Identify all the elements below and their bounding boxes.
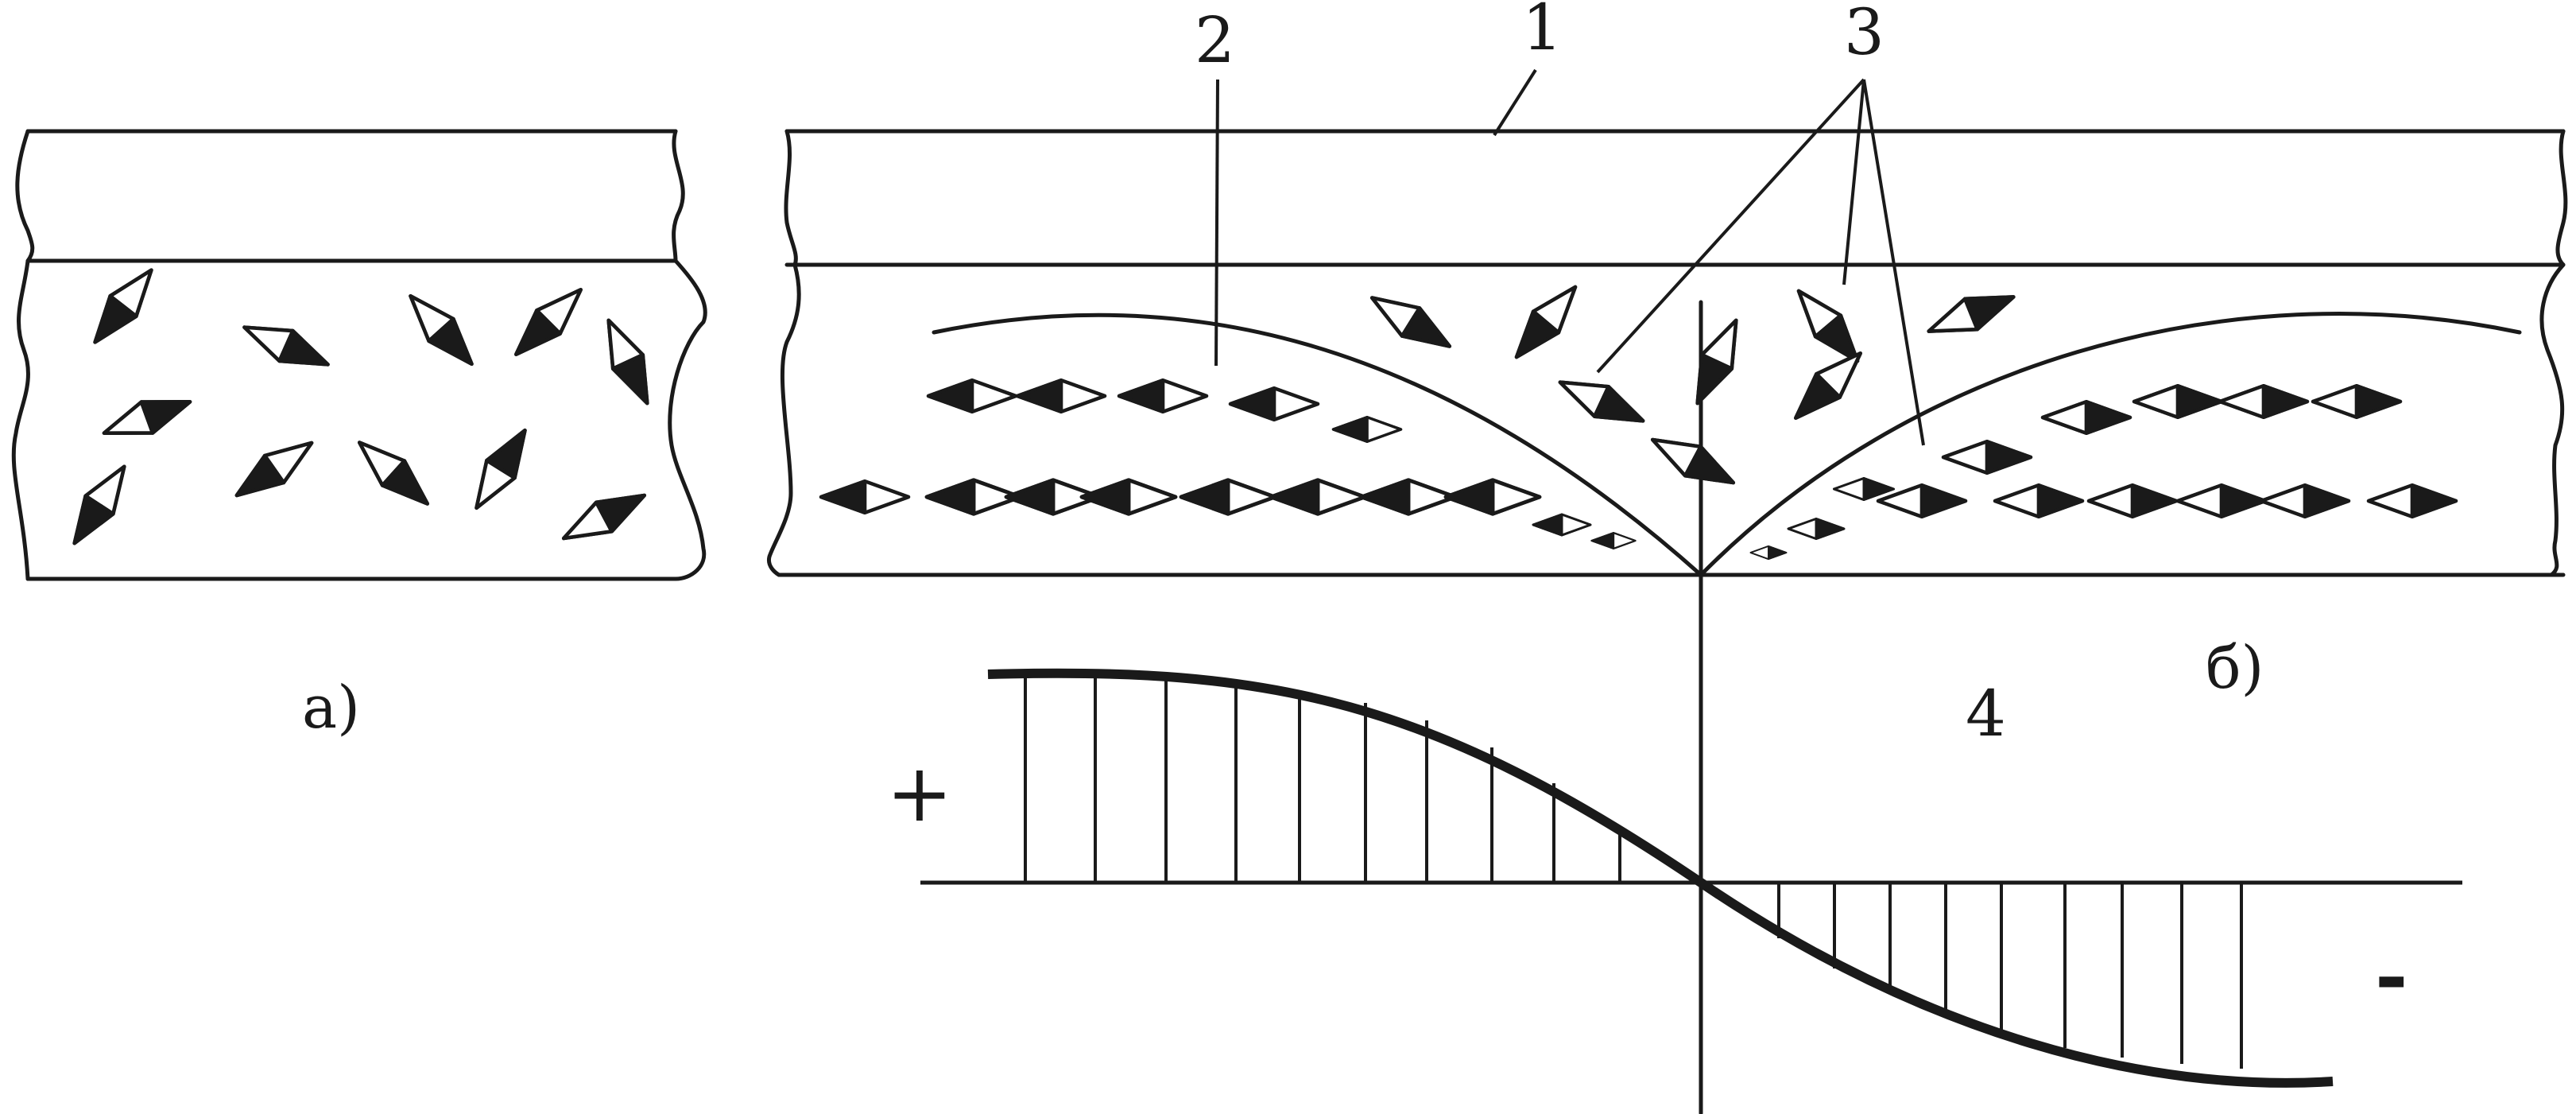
panel-b-strip — [766, 129, 2568, 577]
hatch-lines-positive — [1024, 676, 1621, 883]
panel-a-crystals — [60, 260, 662, 553]
sign-minus: - — [2375, 929, 2408, 1023]
label-2: 2 — [1195, 3, 1235, 77]
panel-b-left-domain-crystals — [821, 380, 1637, 550]
label-panel-b: б) — [2206, 634, 2264, 702]
sign-plus: + — [886, 747, 953, 840]
panel-a-strip — [11, 129, 707, 581]
label-1: 1 — [1522, 0, 1563, 64]
panel-b-right-domain-crystals — [1749, 386, 2457, 560]
panel-b-upper-crystals — [1363, 277, 2020, 498]
label-4: 4 — [1966, 677, 2006, 751]
stress-graph — [920, 668, 2462, 1088]
domain-boundary-left — [932, 312, 1703, 577]
label-panel-a: а) — [302, 673, 360, 742]
label-3: 3 — [1844, 0, 1885, 69]
stress-curve — [987, 668, 2334, 1088]
domain-boundary-right — [1699, 312, 2522, 577]
leader-lines — [1214, 68, 1925, 446]
